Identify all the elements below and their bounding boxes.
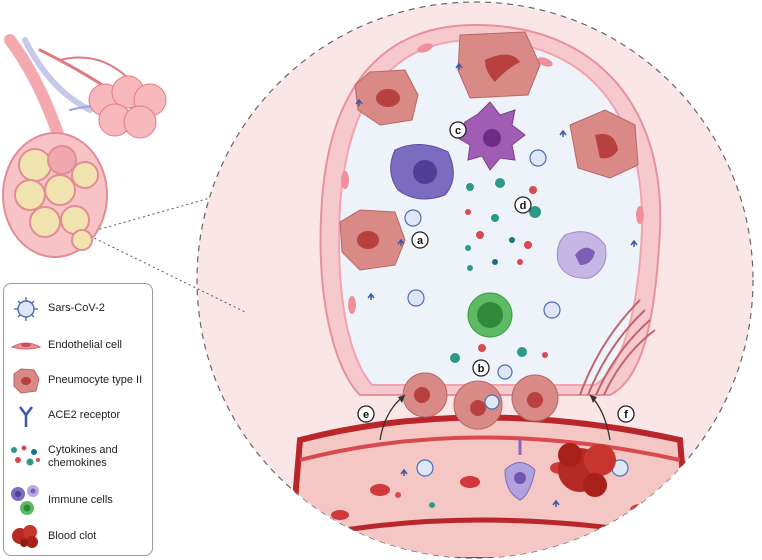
- migrating-immune-cell: [504, 440, 536, 501]
- alveolar-sac-cluster: [2, 132, 108, 258]
- virus-particles: [404, 149, 629, 477]
- marker-e: e: [357, 405, 375, 423]
- marker-f: f: [617, 405, 635, 423]
- legend-label-ace2: ACE2 receptor: [48, 409, 121, 421]
- marker-d: d: [514, 196, 532, 214]
- zoom-connector-bottom: [89, 235, 246, 313]
- legend-item-ace2: ACE2 receptor: [4, 401, 154, 435]
- arrow-f-head: [590, 395, 597, 403]
- dendritic-cell-purple: [457, 101, 526, 171]
- ace2-receptors: [355, 62, 638, 507]
- legend-item-immune-cells: Immune cells: [4, 482, 154, 518]
- pneumocyte-infected-a: [339, 209, 406, 271]
- legend-label-blood-clot: Blood clot: [48, 530, 97, 542]
- pneumocyte-top-left: [354, 69, 419, 126]
- legend-item-cytokines: Cytokines and chemokines: [4, 440, 154, 480]
- pneumocyte-top-center: [457, 31, 541, 99]
- cytokine-particles: [395, 178, 548, 508]
- marker-a: a: [411, 231, 429, 249]
- neutrophil-lavender: [556, 231, 607, 279]
- legend-item-sars-cov-2: Sars-CoV-2: [4, 294, 154, 328]
- ace2-receptor-icon: [19, 406, 33, 427]
- marker-a-text: a: [417, 235, 424, 247]
- immune-cells-icon: [11, 485, 39, 515]
- marker-f-text: f: [624, 409, 628, 421]
- cytokines-icon: [11, 445, 40, 466]
- legend-label-immune-cells: Immune cells: [48, 494, 113, 506]
- lymphocyte-green: [467, 292, 513, 338]
- arrow-e-head: [398, 395, 405, 403]
- marker-b-text: b: [478, 363, 485, 375]
- legend-label-cytokines: Cytokines and chemokines: [48, 444, 118, 469]
- legend-label-pneumocyte: Pneumocyte type II: [48, 374, 143, 386]
- blood-clot-icon: [12, 525, 38, 548]
- marker-c-text: c: [455, 125, 461, 137]
- legend-label-endothelial-cell: Endothelial cell: [48, 339, 122, 351]
- pneumocyte-right: [569, 109, 639, 179]
- macrophage-blue: [390, 144, 454, 200]
- marker-b: b: [472, 359, 490, 377]
- lung-capillary-cluster: [88, 75, 167, 139]
- marker-c: c: [449, 121, 467, 139]
- marker-d-text: d: [520, 200, 527, 212]
- blood-vessel-inner-wall: [299, 435, 681, 462]
- pneumocyte-cluster-bottom: [402, 372, 559, 430]
- fibrosis-streaks: [579, 299, 656, 396]
- virus-icon: [14, 297, 38, 321]
- legend-box: Sars-CoV-2 Endothelial cell Pneumocyte t…: [3, 283, 153, 556]
- legend-label-sars-cov-2: Sars-CoV-2: [48, 302, 105, 314]
- blood-clot: [558, 443, 616, 497]
- legend-item-endothelial-cell: Endothelial cell: [4, 330, 154, 364]
- pneumocyte-icon: [13, 368, 40, 394]
- marker-e-text: e: [363, 409, 369, 421]
- endothelial-cell-icon: [10, 342, 42, 350]
- zoom-connector-top: [89, 197, 211, 233]
- legend-item-blood-clot: Blood clot: [4, 520, 154, 554]
- legend-item-pneumocyte: Pneumocyte type II: [4, 364, 154, 398]
